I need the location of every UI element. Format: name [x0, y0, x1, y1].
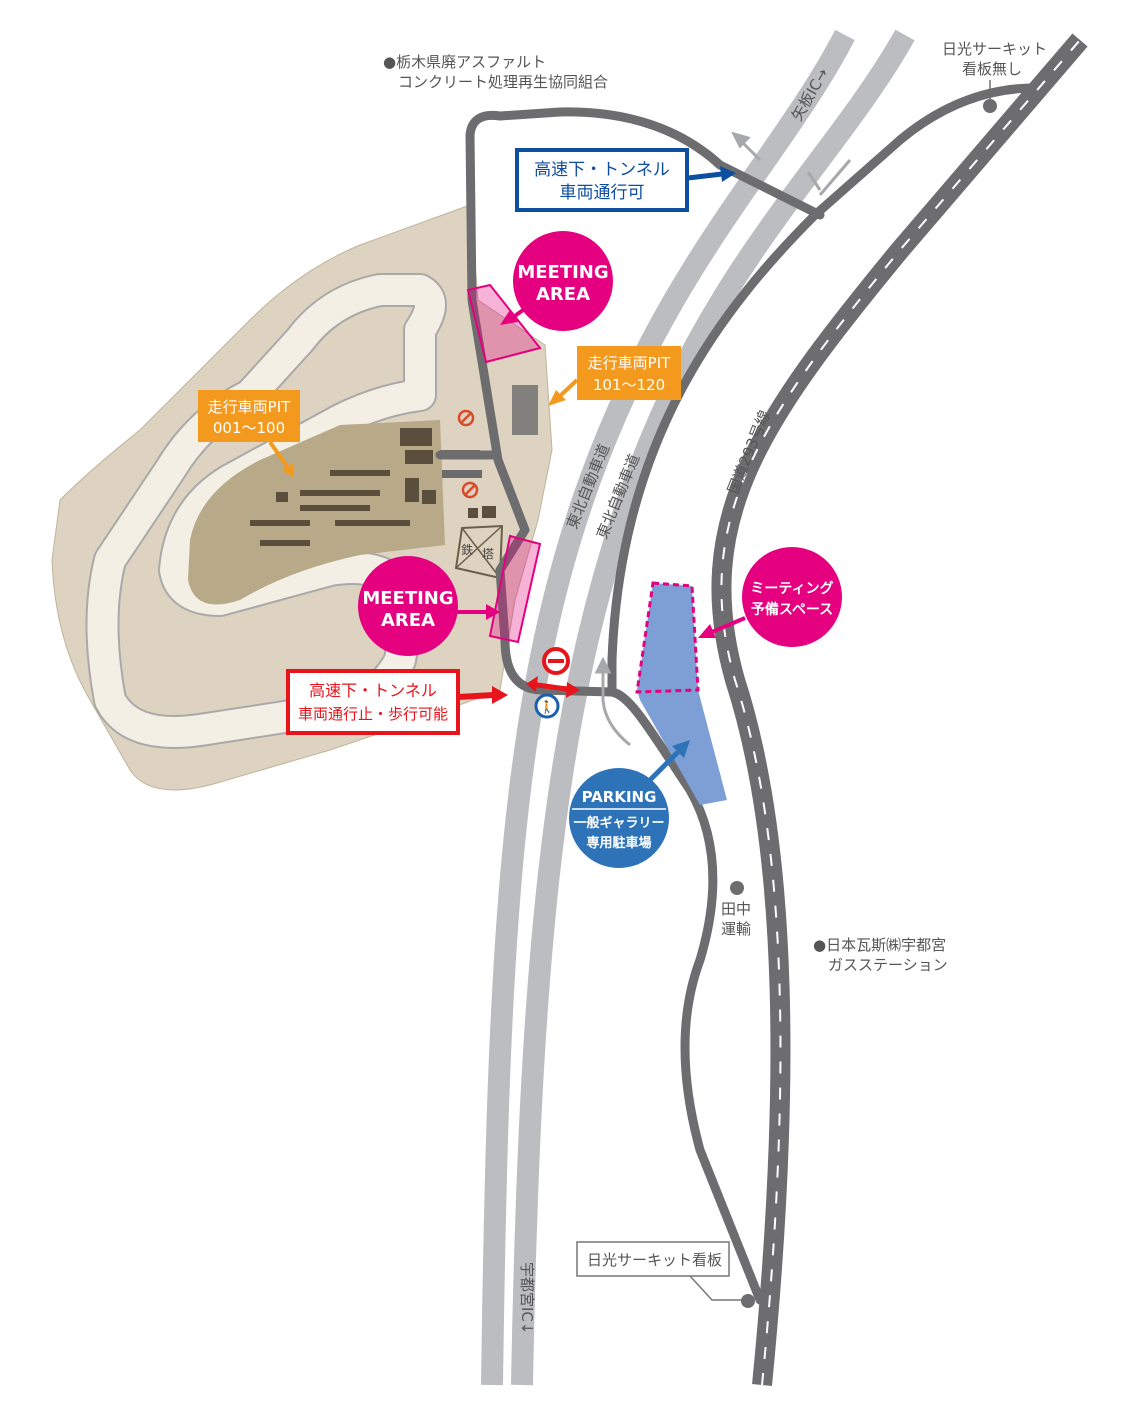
expressway-lane-north — [511, 29, 915, 1386]
meeting-area-south-zone — [488, 534, 542, 644]
svg-text:走行車両PIT: 走行車両PIT — [588, 354, 671, 372]
ramp-arrows — [594, 131, 852, 747]
svg-text:🚶: 🚶 — [540, 700, 555, 714]
svg-text:001〜100: 001〜100 — [213, 419, 285, 437]
tanaka-label-2: 運輸 — [721, 920, 751, 938]
svg-text:車両通行止・歩行可能: 車両通行止・歩行可能 — [298, 705, 448, 723]
pedestrian-ok-icon: 🚶 — [534, 693, 560, 719]
nikko-sign-callout: 日光サーキット看板 — [576, 1241, 755, 1308]
meeting-reserve-badge: ミーティング 予備スペース — [698, 547, 842, 647]
no-entry-icon — [457, 409, 479, 499]
pit-101-120-sign: 走行車両PIT 101〜120 — [548, 346, 681, 406]
expressway-lane-south — [481, 29, 855, 1386]
parking-badge: PARKING 一般ギャラリー 専用駐車場 — [569, 740, 690, 868]
svg-text:走行車両PIT: 走行車両PIT — [208, 398, 291, 416]
svg-text:MEETING: MEETING — [517, 262, 608, 283]
svg-text:高速下・トンネル: 高速下・トンネル — [309, 681, 437, 700]
gas-station-label-2: ガスステーション — [828, 956, 948, 974]
nikko-no-sign-label: 日光サーキット — [942, 40, 1047, 58]
landmark-dot — [983, 99, 997, 113]
meeting-area-south-badge: MEETING AREA — [358, 556, 500, 656]
svg-text:予備スペース: 予備スペース — [751, 601, 833, 618]
svg-text:塔: 塔 — [482, 547, 494, 561]
nikko-no-sign-label-2: 看板無し — [962, 60, 1022, 78]
no-vehicle-icon — [542, 647, 570, 675]
svg-text:MEETING: MEETING — [362, 588, 453, 609]
svg-text:高速下・トンネル: 高速下・トンネル — [534, 160, 670, 180]
route-293 — [711, 33, 1088, 1386]
svg-text:ミーティング: ミーティング — [750, 580, 833, 597]
svg-text:日光サーキット看板: 日光サーキット看板 — [587, 1251, 722, 1269]
parking-area — [637, 583, 727, 805]
tunnel-vehicle-closed-sign: 高速下・トンネル 車両通行止・歩行可能 — [286, 669, 580, 735]
svg-text:PARKING: PARKING — [582, 788, 657, 806]
svg-text:専用駐車場: 専用駐車場 — [586, 835, 651, 851]
paddock — [188, 420, 445, 605]
svg-text:車両通行可: 車両通行可 — [560, 183, 645, 203]
gas-station-label: ●日本瓦斯㈱宇都宮 — [813, 936, 946, 954]
svg-text:一般ギャラリー: 一般ギャラリー — [573, 815, 664, 831]
pit-001-100-sign: 走行車両PIT 001〜100 — [198, 390, 300, 478]
meeting-area-north-badge: MEETING AREA — [500, 231, 613, 331]
tanaka-label: 田中 — [721, 900, 751, 918]
svg-text:AREA: AREA — [381, 610, 435, 631]
utsunomiya-ic-label: 宇都宮IC↓ — [518, 1262, 536, 1334]
asphalt-plant-label: ●栃木県廃アスファルト — [383, 53, 546, 71]
svg-text:AREA: AREA — [536, 284, 590, 305]
pit-buildings — [250, 385, 538, 546]
meeting-reserve-space — [635, 581, 700, 694]
steel-tower: 鉄 塔 — [454, 524, 504, 580]
svg-text:101〜120: 101〜120 — [593, 376, 665, 394]
asphalt-plant-label-2: コンクリート処理再生協同組合 — [398, 73, 608, 91]
local-roads — [435, 83, 1035, 1305]
landmark-dot — [730, 881, 744, 895]
svg-text:鉄: 鉄 — [461, 542, 473, 557]
tunnel-vehicle-ok-sign: 高速下・トンネル 車両通行可 — [515, 148, 736, 212]
